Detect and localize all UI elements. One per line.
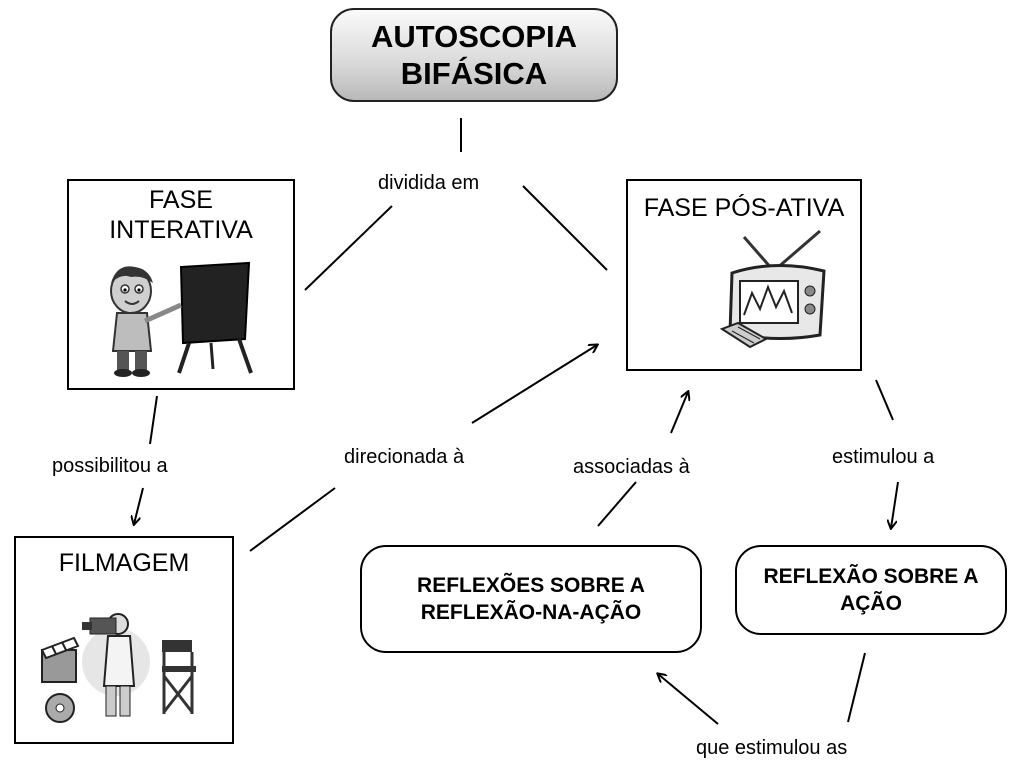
line-filmagem-up [249, 487, 336, 552]
camera-operator-icon [40, 613, 196, 723]
link-label-possibilitou-a: possibilitou a [52, 455, 168, 478]
title-node-autoscopia: AUTOSCOPIA BIFÁSICA [330, 8, 618, 102]
link-label-que-estimulou-as: que estimulou as [696, 737, 848, 760]
node-fase-pos-ativa: FASE PÓS-ATIVA [626, 179, 862, 371]
line-interativa-down [149, 395, 158, 445]
node-reflexoes-sobre-reflexao-na-acao: REFLEXÕES SOBRE A REFLEXÃO-NA-AÇÃO [360, 545, 702, 653]
node-reflexoes-label: REFLEXÕES SOBRE A REFLEXÃO-NA-AÇÃO [417, 574, 645, 624]
line-to-interativa [304, 205, 393, 291]
arrow-to-reflexao-acao [891, 481, 899, 528]
arrow-direcionada [471, 345, 597, 424]
node-filmagem-label: FILMAGEM [58, 549, 190, 577]
line-to-posativa [522, 185, 608, 271]
arrow-to-filmagem [134, 487, 144, 524]
arrow-associadas [670, 392, 688, 434]
node-fase-interativa-line-2: INTERATIVA [109, 216, 253, 244]
title-line-1: AUTOSCOPIA [370, 19, 578, 54]
node-filmagem: FILMAGEM [14, 536, 234, 744]
node-fase-interativa-line-1: FASE [149, 186, 213, 214]
link-label-estimulou-a: estimulou a [832, 446, 935, 469]
line-reflexao-acao-down [847, 652, 866, 723]
title-line-2: BIFÁSICA [400, 56, 548, 91]
node-reflexao-sobre-acao: REFLEXÃO SOBRE A AÇÃO [735, 545, 1007, 635]
teacher-blackboard-icon [110, 261, 253, 377]
link-label-dividida-em: dividida em [378, 172, 480, 195]
node-fase-interativa: FASE INTERATIVA [67, 179, 295, 390]
line-posativa-down [875, 379, 894, 421]
node-fase-pos-ativa-label: FASE PÓS-ATIVA [643, 194, 845, 222]
television-icon [719, 229, 826, 349]
node-reflexao-acao-label: REFLEXÃO SOBRE A AÇÃO [763, 565, 979, 615]
line-reflexoes-up [597, 481, 637, 527]
link-label-associadas-a: associadas à [573, 456, 690, 479]
link-label-direcionada-a: direcionada à [344, 446, 465, 469]
arrow-to-reflexoes [658, 674, 719, 725]
